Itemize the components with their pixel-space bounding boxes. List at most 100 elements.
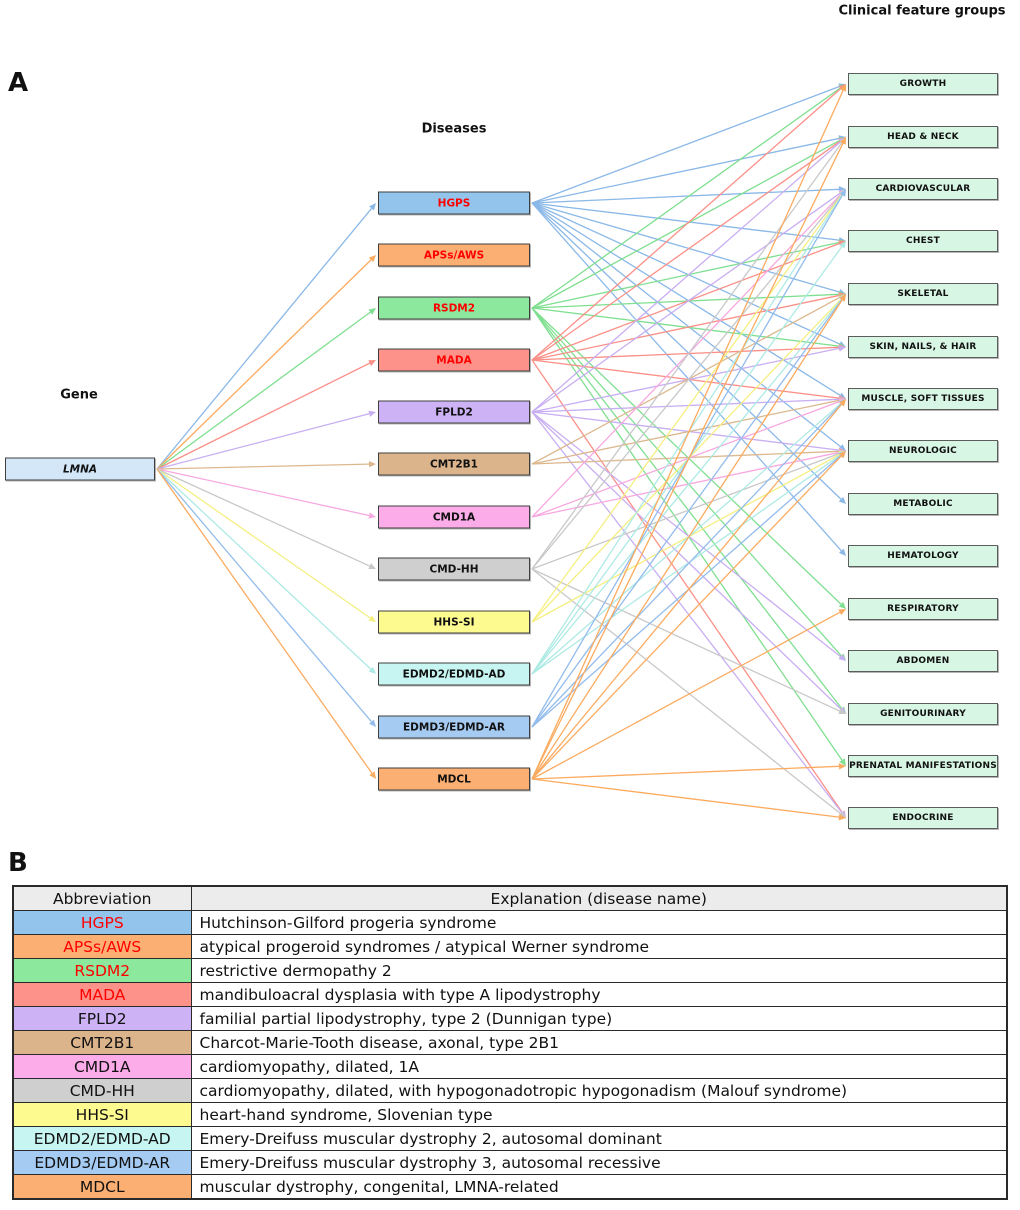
edge-arrowhead — [369, 719, 376, 727]
edge-line — [531, 87, 841, 309]
edge-arrowhead — [838, 813, 846, 821]
abbreviation-cell: MDCL — [12, 1174, 192, 1200]
edge-arrowhead — [369, 771, 376, 779]
edge-arrowhead — [839, 189, 846, 197]
abbreviation-cell: HGPS — [12, 910, 192, 935]
feature-node-skin-nails-hair: SKIN, NAILS, & HAIR — [848, 336, 998, 358]
edge-line — [531, 202, 840, 293]
edge-arrowhead — [838, 654, 846, 661]
diseases-column-header: Diseases — [421, 121, 487, 137]
edge-line — [156, 362, 371, 470]
table-header-row: Abbreviation Explanation (disease name) — [12, 885, 1008, 911]
edge-line — [531, 137, 840, 204]
feature-node-prenatal: PRENATAL MANIFESTATIONS — [848, 755, 998, 777]
feature-node-endocrine: ENDOCRINE — [848, 807, 998, 829]
edge-arrowhead — [838, 345, 846, 352]
abbreviation-cell: RSDM2 — [12, 958, 192, 983]
edge-line — [531, 298, 843, 675]
edge-line — [531, 202, 842, 500]
disease-node-cmd-hh: CMD-HH — [378, 557, 530, 581]
feature-node-muscle-soft-tissues: MUSCLE, SOFT TISSUES — [848, 388, 998, 410]
edge-arrowhead — [838, 609, 846, 616]
abbreviation-table: Abbreviation Explanation (disease name) … — [12, 885, 1008, 1200]
connection-edges — [156, 83, 847, 821]
disease-node-apss-aws: APSs/AWS — [378, 243, 530, 267]
disease-node-rsdm2: RSDM2 — [378, 296, 530, 320]
disease-node-hhs-si: HHS-SI — [378, 610, 530, 634]
gene-column-header: Gene — [60, 387, 98, 403]
edge-line — [531, 202, 841, 448]
features-column-header: Clinical feature groups — [838, 3, 1006, 19]
edge-line — [531, 140, 841, 361]
feature-node-hematology: HEMATOLOGY — [848, 545, 998, 567]
edge-line — [531, 194, 843, 623]
panel-a-label: A — [8, 68, 29, 98]
edge-line — [156, 311, 371, 470]
disease-node-mada: MADA — [378, 348, 530, 372]
edge-line — [531, 143, 844, 780]
edge-arrowhead — [839, 758, 846, 766]
abbreviation-cell: CMT2B1 — [12, 1030, 192, 1055]
disease-node-mdcl: MDCL — [378, 767, 530, 791]
edge-line — [531, 454, 841, 675]
abbreviation-column-header: Abbreviation — [12, 885, 192, 911]
explanation-cell: Emery-Dreifuss muscular dystrophy 3, aut… — [190, 1150, 1008, 1175]
edge-line — [531, 403, 842, 728]
edge-line — [156, 468, 373, 774]
edge-line — [531, 141, 842, 413]
edge-arrowhead — [838, 548, 846, 556]
feature-node-head-neck: HEAD & NECK — [848, 126, 998, 148]
edge-line — [531, 450, 840, 465]
edge-line — [531, 403, 843, 780]
edge-line — [531, 611, 841, 780]
edge-line — [531, 90, 844, 780]
disease-node-edmd2: EDMD2/EDMD-AD — [378, 662, 530, 686]
edge-line — [531, 455, 842, 780]
edge-line — [531, 411, 841, 658]
feature-node-respiratory: RESPIRATORY — [848, 598, 998, 620]
edge-line — [531, 88, 842, 361]
edge-line — [531, 568, 841, 815]
edge-line — [531, 241, 840, 309]
explanation-cell: heart-hand syndrome, Slovenian type — [190, 1102, 1008, 1127]
edge-arrowhead — [838, 496, 846, 504]
edge-arrowhead — [839, 294, 846, 302]
explanation-cell: Emery-Dreifuss muscular dystrophy 2, aut… — [190, 1126, 1008, 1151]
edge-line — [531, 85, 840, 204]
edge-arrowhead — [840, 84, 847, 92]
edge-arrowhead — [840, 137, 846, 145]
edge-line — [156, 468, 372, 723]
explanation-cell: muscular dystrophy, congenital, LMNA-rel… — [190, 1174, 1008, 1200]
edge-arrowhead — [369, 203, 376, 211]
edge-arrowhead — [368, 308, 376, 315]
edge-line — [531, 202, 842, 552]
edge-line — [531, 403, 842, 675]
edge-arrowhead — [838, 708, 846, 714]
edge-arrowhead — [838, 763, 846, 770]
feature-node-cardiovascular: CARDIOVASCULAR — [848, 178, 998, 200]
edge-line — [531, 307, 842, 657]
edge-line — [531, 299, 843, 780]
edge-line — [531, 411, 843, 813]
feature-node-abdomen: ABDOMEN — [848, 650, 998, 672]
gene-disease-feature-diagram: A Clinical feature groups Diseases Gene … — [5, 3, 1006, 829]
edge-line — [531, 193, 843, 570]
edge-line — [531, 778, 840, 818]
edge-line — [156, 259, 372, 470]
edge-arrowhead — [368, 615, 376, 622]
edge-arrowhead — [839, 241, 846, 249]
edge-line — [531, 202, 840, 241]
edge-line — [156, 468, 370, 517]
feature-node-genitourinary: GENITOURINARY — [848, 703, 998, 725]
edge-line — [156, 468, 372, 670]
abbreviation-cell: EDMD2/EDMD-AD — [12, 1126, 192, 1151]
